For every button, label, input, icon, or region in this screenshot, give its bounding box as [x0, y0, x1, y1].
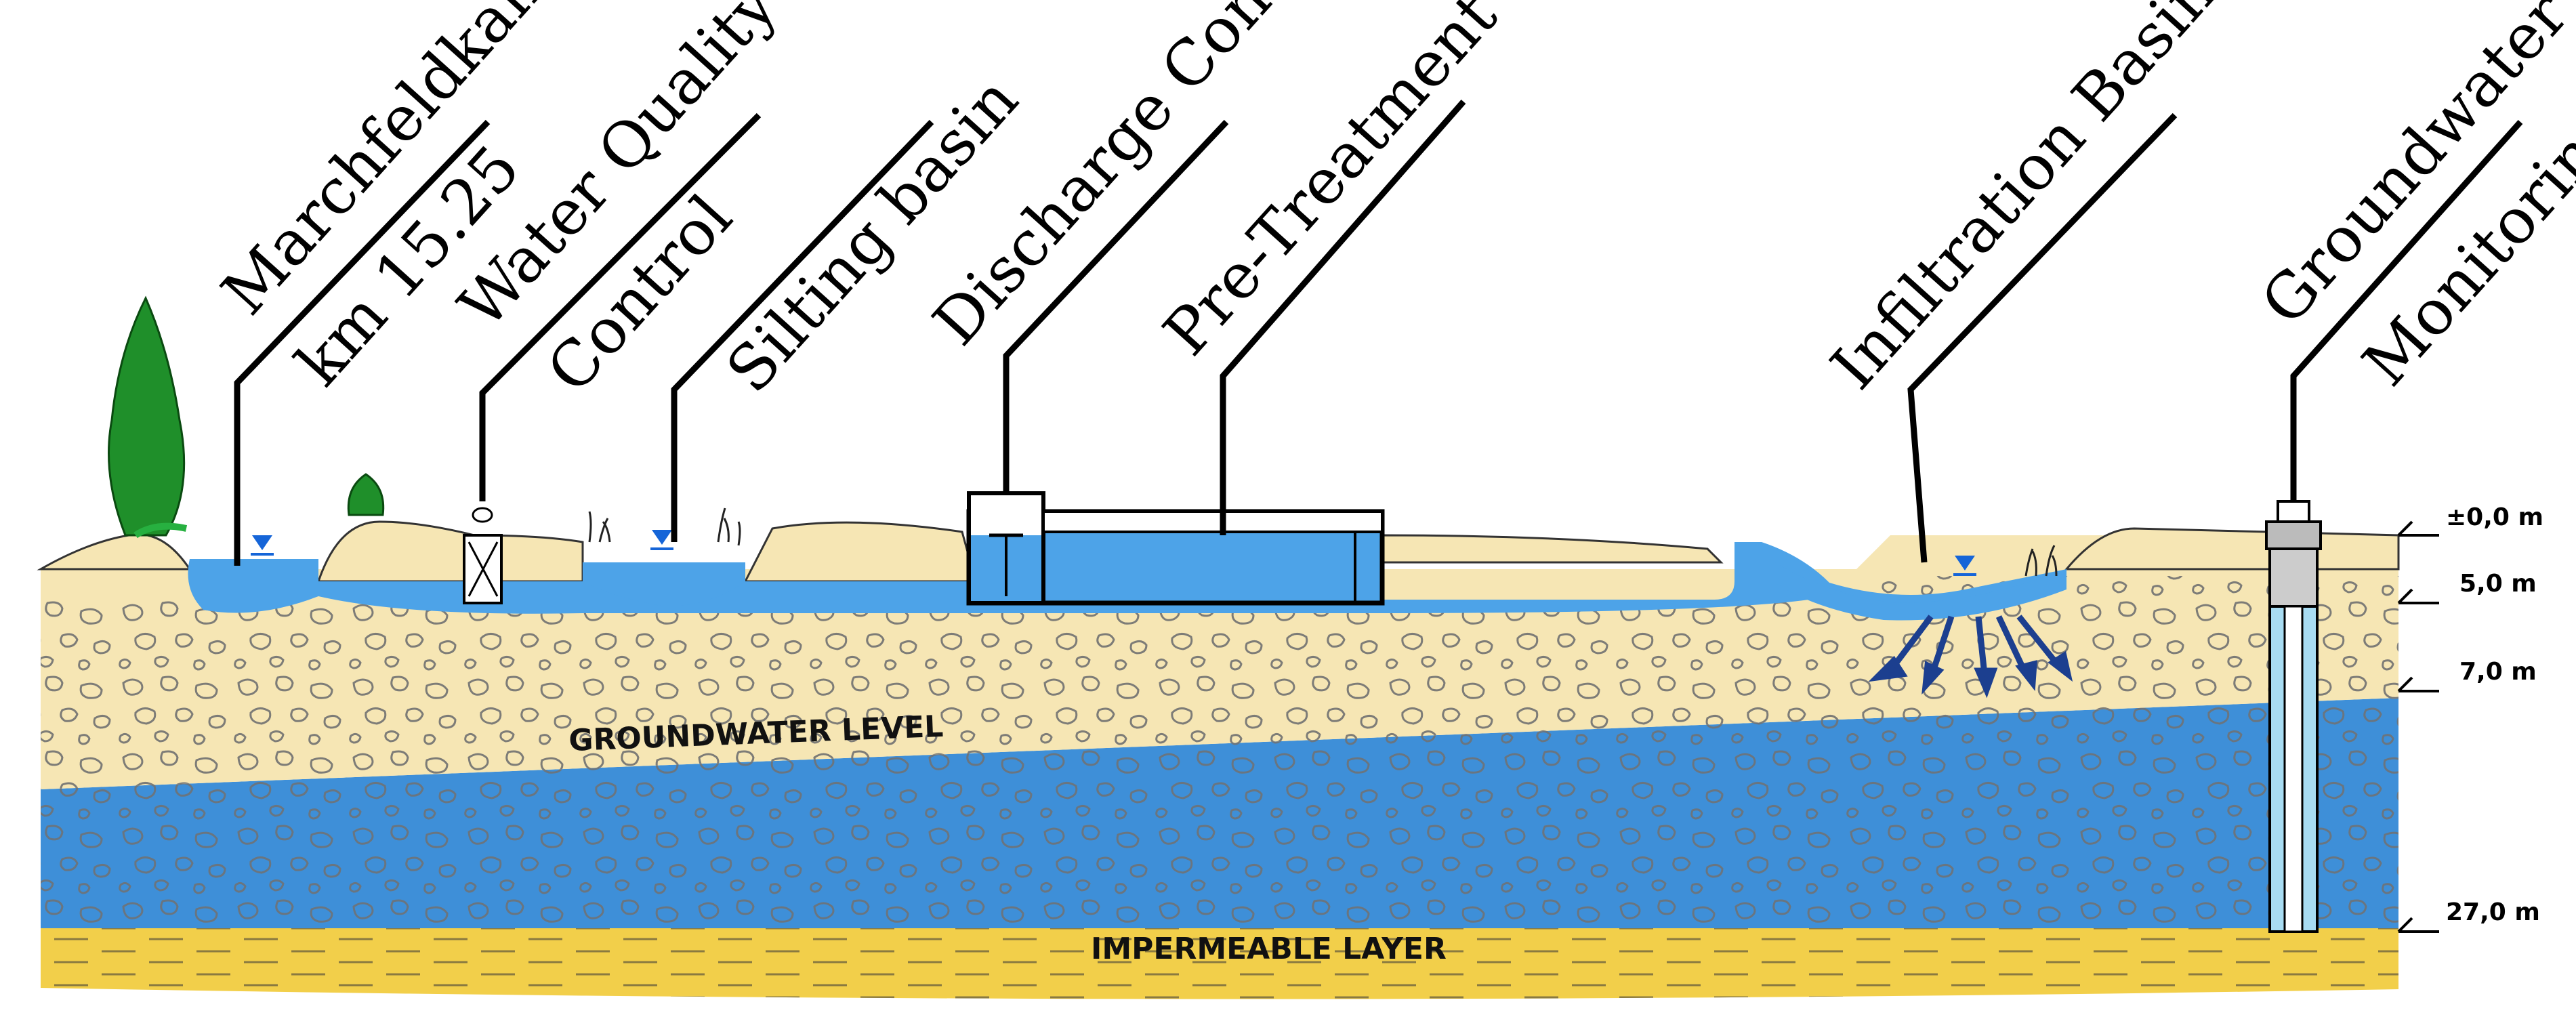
depth-label-7: 7,0 m — [2459, 658, 2537, 686]
depth-label-0: ±0,0 m — [2446, 503, 2543, 531]
depth-label-5: 5,0 m — [2459, 570, 2537, 598]
impermeable-layer — [41, 928, 2398, 999]
label-infiltration-basin: Infiltration Basin — [1817, 0, 2230, 403]
aquifer-layer — [41, 698, 2398, 928]
callout-labels: Marchfeldkanal km 15.25 Water Quality - … — [208, 0, 2576, 407]
depth-scale — [2397, 520, 2439, 933]
depth-label-27: 27,0 m — [2446, 898, 2540, 926]
water-level-triangle-icon — [251, 530, 1976, 576]
reed-icon — [588, 507, 2058, 577]
pre-treatment-tank — [966, 491, 1385, 606]
water-quality-gate — [463, 507, 503, 604]
monitoring-well — [2265, 500, 2322, 933]
tree-icon — [108, 295, 188, 539]
leader-lines — [234, 100, 2523, 566]
flow-arrow-icon — [1868, 615, 2073, 699]
label-silting-basin: Silting basin — [713, 63, 1032, 407]
bush-icon — [347, 473, 385, 516]
impermeable-layer-label: IMPERMEABLE LAYER — [1091, 932, 1447, 966]
